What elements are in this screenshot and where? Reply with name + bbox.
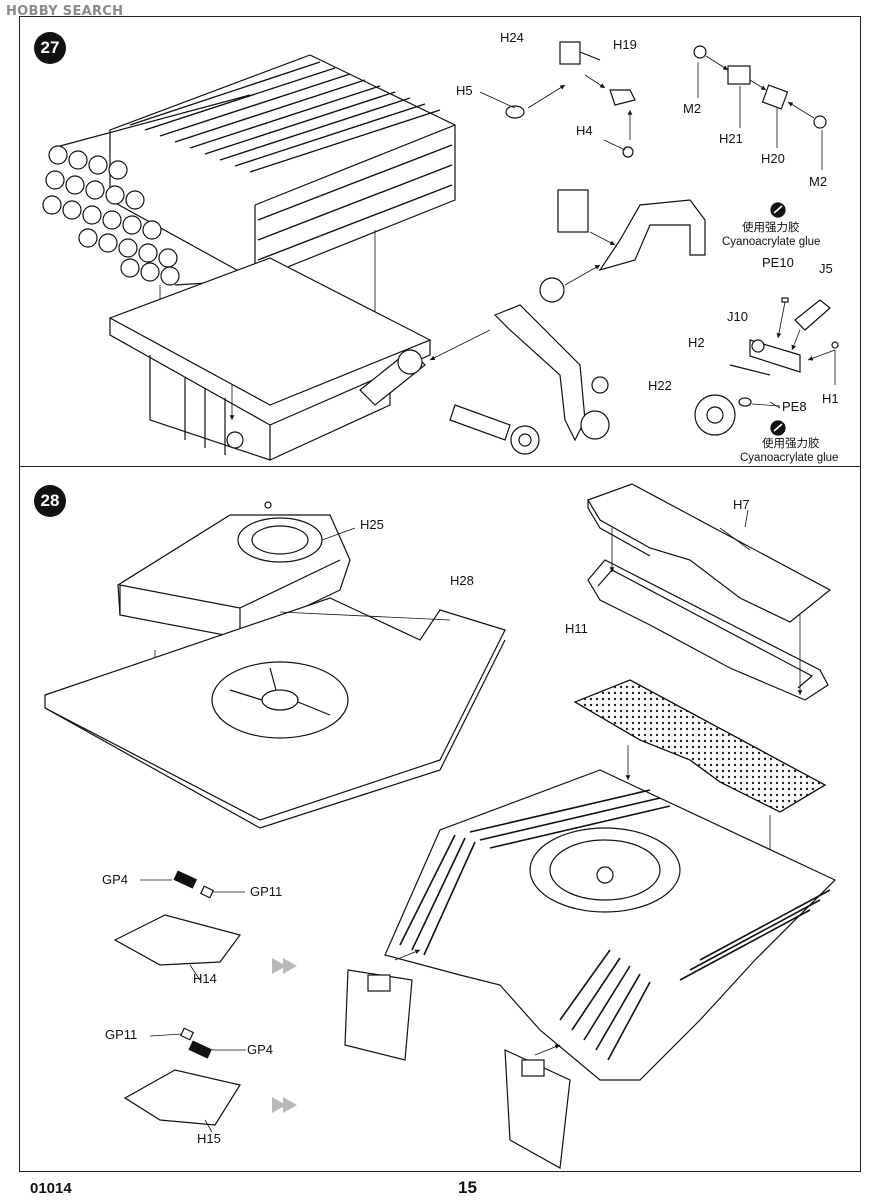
label-h25: H25 [360,517,384,532]
step-28-badge: 28 [34,485,66,517]
label-h11: H11 [565,621,588,636]
parts-j-group [694,297,839,436]
label-h21: H21 [719,131,743,146]
label-h1: H1 [822,391,839,406]
watermark: HOBBY SEARCH [6,4,124,19]
engine-deck [384,769,837,1081]
label-gp11-lower: GP11 [105,1027,138,1042]
part-h11-rail [587,559,829,701]
label-h28: H28 [450,573,474,588]
label-h24: H24 [500,30,524,45]
step-divider [19,466,861,467]
label-h4: H4 [576,123,593,138]
label-h22: H22 [648,378,672,393]
mud-flap-right [504,1044,571,1169]
label-m2-right: M2 [809,174,828,189]
label-h14: H14 [193,971,217,986]
step-27-badge: 27 [34,32,66,64]
label-gp11-upper: GP11 [250,884,283,899]
part-h15-assembly [123,1027,246,1133]
perforated-cover [573,679,827,813]
rocket-tube-pack [42,54,456,286]
glue-note-top-cn: 使用强力胶 [742,222,800,234]
label-pe10: PE10 [762,255,794,270]
page-frame [19,16,861,1172]
label-h2: H2 [688,335,705,350]
label-h20: H20 [761,151,785,166]
sub-assembly-sight [539,189,706,303]
label-h15: H15 [197,1131,221,1146]
launcher-base [108,257,432,461]
label-m2-top: M2 [683,101,702,116]
glue-note-top-en: Cyanoacrylate glue [722,236,821,248]
parts-h21-group [693,45,827,129]
elevation-arm [493,304,610,442]
part-h14-assembly [113,870,245,981]
label-h19: H19 [613,37,637,52]
glue-icon-bottom [770,420,786,436]
glue-note-bottom-cn: 使用强力胶 [762,438,820,450]
label-h7: H7 [733,497,750,512]
mud-flap-left [344,949,421,1061]
label-gp4-lower: GP4 [247,1042,274,1057]
gray-arrow-lower [272,1097,297,1113]
glue-icon-top [770,202,786,218]
parts-h24-group [505,41,636,158]
footer-product-code: 01014 [30,1180,72,1197]
glue-note-bottom-en: Cyanoacrylate glue [740,452,839,464]
label-j10: J10 [727,309,748,324]
cylinder-assembly [449,404,540,455]
label-h5: H5 [456,83,473,98]
page-number: 15 [458,1178,477,1197]
part-h7-plate [587,483,832,623]
label-pe8: PE8 [782,399,807,414]
part-h28-deck [44,597,506,829]
gray-arrow-upper [272,958,297,974]
label-j5: J5 [819,261,833,276]
label-gp4-upper: GP4 [102,872,129,887]
part-h25-housing [117,501,351,639]
